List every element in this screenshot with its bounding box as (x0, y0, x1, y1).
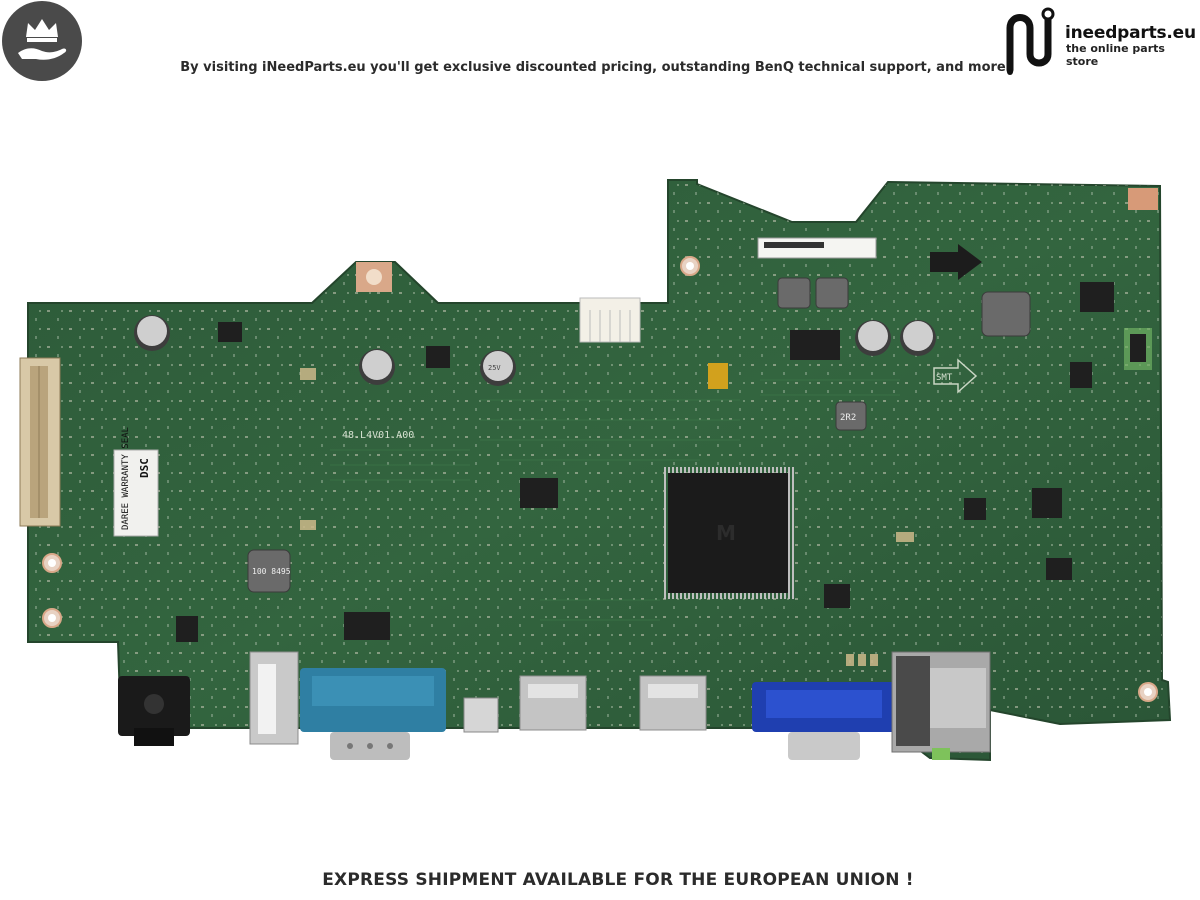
mini-usb-port (463, 697, 499, 733)
promo-banner: By visiting iNeedParts.eu you'll get exc… (0, 60, 1200, 75)
shipping-text: EXPRESS SHIPMENT AVAILABLE FOR THE EUROP… (322, 870, 914, 890)
arrow-mark (930, 244, 982, 280)
svg-text:DAREE WARRANTY SEAL: DAREE WARRANTY SEAL (121, 427, 131, 530)
svg-text:DSC: DSC (138, 458, 151, 478)
shipping-banner: EXPRESS SHIPMENT AVAILABLE FOR THE EUROP… (0, 870, 1200, 890)
product-photo: DAREE WARRANTY SEAL DSC 48.L4V01.A00 25V (19, 179, 1172, 762)
small-ic (176, 282, 1114, 642)
warranty-sticker: DAREE WARRANTY SEAL DSC (113, 427, 159, 537)
logo-name: ineedparts.eu (1065, 23, 1196, 43)
svg-text:M: M (716, 521, 736, 545)
store-logo[interactable]: ineedparts.eu the online parts store (1000, 2, 1196, 76)
network-port (891, 651, 991, 760)
svg-text:2R2: 2R2 (840, 413, 856, 423)
promo-text: By visiting iNeedParts.eu you'll get exc… (180, 60, 1006, 75)
inductor (247, 277, 1031, 593)
capacitor (134, 315, 936, 386)
board-code-text: 48.L4V01.A00 (342, 430, 414, 441)
logo-tagline: the online parts store (1066, 42, 1165, 68)
svg-text:SMT: SMT (936, 373, 953, 383)
dvi-connector (300, 668, 446, 760)
crown-hand-icon (2, 1, 82, 81)
hdmi-port (519, 675, 707, 731)
usb-port (249, 651, 299, 745)
svg-text:100 8495: 100 8495 (252, 567, 291, 576)
vga-connector (752, 682, 896, 760)
audio-jack (118, 676, 190, 746)
svg-text:25V: 25V (488, 364, 501, 372)
circuit-n-logo-icon (1006, 7, 1055, 75)
